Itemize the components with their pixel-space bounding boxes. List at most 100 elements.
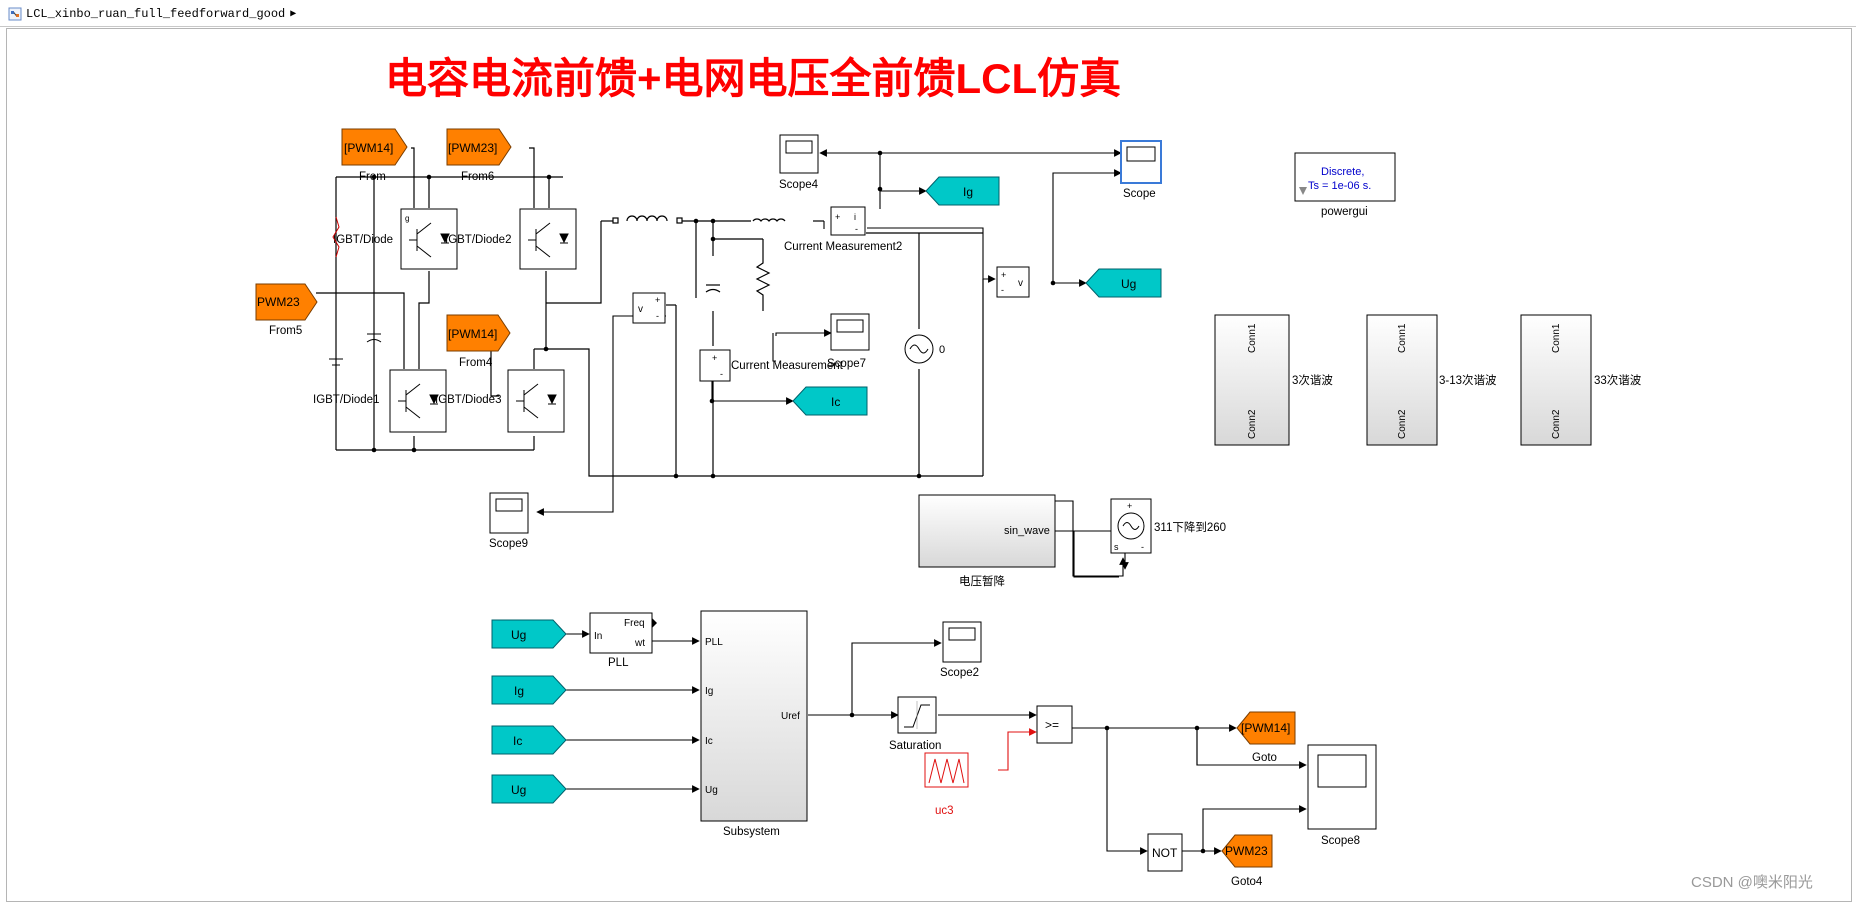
label-igbt-diode1: IGBT/Diode1 — [313, 394, 379, 406]
voltage-sag-subsystem[interactable]: sin_wave — [918, 494, 1056, 568]
inductor-l2[interactable] — [752, 218, 786, 222]
label-voltage-sag: 电压暂降 — [959, 574, 1005, 588]
igbt-diode2-block[interactable] — [519, 208, 577, 270]
scope4-block[interactable] — [779, 134, 819, 174]
voltage-measurement-left[interactable]: v + - — [632, 292, 666, 324]
from4-tag[interactable]: [PWM14] — [446, 314, 511, 352]
label-from4: From4 — [459, 357, 493, 369]
powergui-line1: Discrete, — [1321, 166, 1364, 178]
goto-tag-pwm14-text: [PWM14] — [1241, 721, 1290, 735]
subsystem-port-ig: Ig — [705, 686, 713, 697]
label-subsystem: Subsystem — [723, 826, 780, 838]
sag-signal-wire — [1055, 530, 1127, 577]
cvs-minus: - — [1141, 542, 1144, 552]
voltage-measurement-right[interactable]: v + - — [996, 266, 1030, 298]
goto-tag-pwm14[interactable]: [PWM14] — [1236, 711, 1296, 745]
harmonic3-block[interactable]: Conn1 Conn2 — [1214, 314, 1290, 446]
voltage-sag-port: sin_wave — [1004, 525, 1050, 537]
label-powergui: powergui — [1321, 206, 1368, 218]
goto-tag-ic[interactable]: Ic — [792, 386, 868, 416]
uc3-carrier-block[interactable] — [924, 752, 969, 788]
model-canvas[interactable]: 电容电流前馈+电网电压全前馈LCL仿真 — [6, 28, 1852, 902]
pin-g: g — [405, 214, 409, 223]
from6-tag-text: [PWM23] — [448, 141, 497, 155]
powergui-arrow-icon — [1299, 187, 1307, 195]
cm-minus: - — [720, 369, 723, 379]
from-tag-ug-2-text: Ug — [511, 783, 526, 797]
block-diagram[interactable]: 电容电流前馈+电网电压全前馈LCL仿真 — [7, 29, 1851, 901]
control-subsystem[interactable]: PLL Ig Ic Ug Uref — [700, 610, 808, 822]
cm2-i: i — [854, 212, 856, 222]
dc-source-and-capacitor[interactable] — [329, 216, 382, 366]
pll-block[interactable]: In Freq wt — [589, 612, 657, 654]
harmonic3-13-block[interactable]: Conn1 Conn2 — [1366, 314, 1438, 446]
from-tag-ig[interactable]: Ig — [491, 675, 567, 705]
inductor-l1[interactable] — [612, 215, 683, 224]
current-measurement2[interactable]: i + - — [830, 206, 866, 236]
from-tag-ic[interactable]: Ic — [491, 725, 567, 755]
label-from6: From6 — [461, 171, 494, 183]
from-tag-ug-2[interactable]: Ug — [491, 774, 567, 804]
label-igbt-diode: IGBT/Diode — [333, 234, 393, 246]
from-tag-ig-text: Ig — [514, 684, 524, 698]
goto-tag-ic-text: Ic — [831, 395, 840, 409]
label-harmonic33: 33次谐波 — [1594, 373, 1642, 387]
goto-tag-ug[interactable]: Ug — [1085, 268, 1162, 298]
ac-voltage-source[interactable] — [904, 334, 934, 364]
harm3-13-conn2: Conn2 — [1397, 409, 1408, 439]
harm3-13-conn1: Conn1 — [1397, 323, 1408, 353]
scope9-block[interactable] — [489, 492, 529, 534]
goto4-tag-pwm23[interactable]: PWM23 — [1221, 834, 1273, 868]
label-scope4: Scope4 — [779, 179, 819, 191]
vm-right-v: v — [1018, 278, 1023, 289]
subsystem-port-ic: Ic — [705, 736, 713, 747]
breadcrumb-model-name[interactable]: LCL_xinbo_ruan_full_feedforward_good — [26, 7, 286, 21]
powergui-block[interactable]: Discrete, Ts = 1e-06 s. — [1294, 152, 1396, 202]
label-from5: From5 — [269, 325, 302, 337]
harm33-conn1: Conn1 — [1551, 323, 1562, 353]
label-igbt-diode2: IGBT/Diode2 — [445, 234, 511, 246]
signal-wires-lower — [566, 531, 1307, 855]
label-harmonic3: 3次谐波 — [1292, 373, 1333, 387]
label-scope: Scope — [1123, 188, 1156, 200]
damping-resistor[interactable] — [755, 256, 771, 301]
from5-tag[interactable]: PWM23 — [255, 283, 318, 321]
label-sag-source: 311下降到260 — [1154, 520, 1226, 534]
label-igbt-diode3: IGBT/Diode3 — [435, 394, 501, 406]
igbt-diode1-block[interactable] — [389, 369, 447, 433]
pll-freq-arrow-icon — [652, 618, 657, 628]
breadcrumb-arrow-icon[interactable]: ▶ — [290, 9, 297, 20]
pll-freq-port: Freq — [624, 618, 645, 629]
scope-block[interactable] — [1120, 140, 1162, 184]
scope7-block[interactable] — [830, 313, 870, 351]
label-scope9: Scope9 — [489, 538, 528, 550]
vm-left-plus: + — [655, 295, 660, 305]
vm-right-plus: + — [1001, 270, 1006, 280]
junction-dots — [371, 150, 1206, 854]
igbt-diode-block[interactable]: g — [400, 208, 458, 270]
igbt-diode3-block[interactable] — [507, 369, 565, 433]
label-from: From — [359, 171, 386, 183]
from6-tag[interactable]: [PWM23] — [446, 128, 512, 166]
relational-operator[interactable]: >= — [1036, 705, 1073, 744]
breadcrumb[interactable]: LCL_xinbo_ruan_full_feedforward_good ▶ — [8, 6, 296, 22]
from5-tag-text: PWM23 — [257, 295, 300, 309]
cvs-s: s — [1114, 542, 1119, 552]
filter-capacitor[interactable] — [705, 284, 721, 293]
current-measurement[interactable]: + - — [699, 349, 731, 382]
from-tag-pwm14[interactable]: [PWM14] — [341, 128, 408, 166]
label-source-zero: 0 — [939, 344, 945, 356]
label-scope7: Scope7 — [827, 358, 866, 370]
scope2-block[interactable] — [942, 621, 982, 663]
goto-tag-ig-text: Ig — [963, 185, 973, 199]
vm-right-minus: - — [1001, 285, 1004, 295]
from-tag-ug-1[interactable]: Ug — [491, 619, 567, 649]
not-operator[interactable]: NOT — [1147, 833, 1183, 872]
scope8-block[interactable] — [1307, 744, 1377, 830]
label-goto4: Goto4 — [1231, 876, 1263, 888]
goto-tag-ig[interactable]: Ig — [925, 176, 1000, 206]
controlled-voltage-source[interactable]: s + - — [1110, 498, 1152, 554]
label-current-measurement: Current Measurement — [731, 360, 844, 372]
harmonic33-block[interactable]: Conn1 Conn2 — [1520, 314, 1592, 446]
saturation-block[interactable] — [897, 696, 937, 734]
